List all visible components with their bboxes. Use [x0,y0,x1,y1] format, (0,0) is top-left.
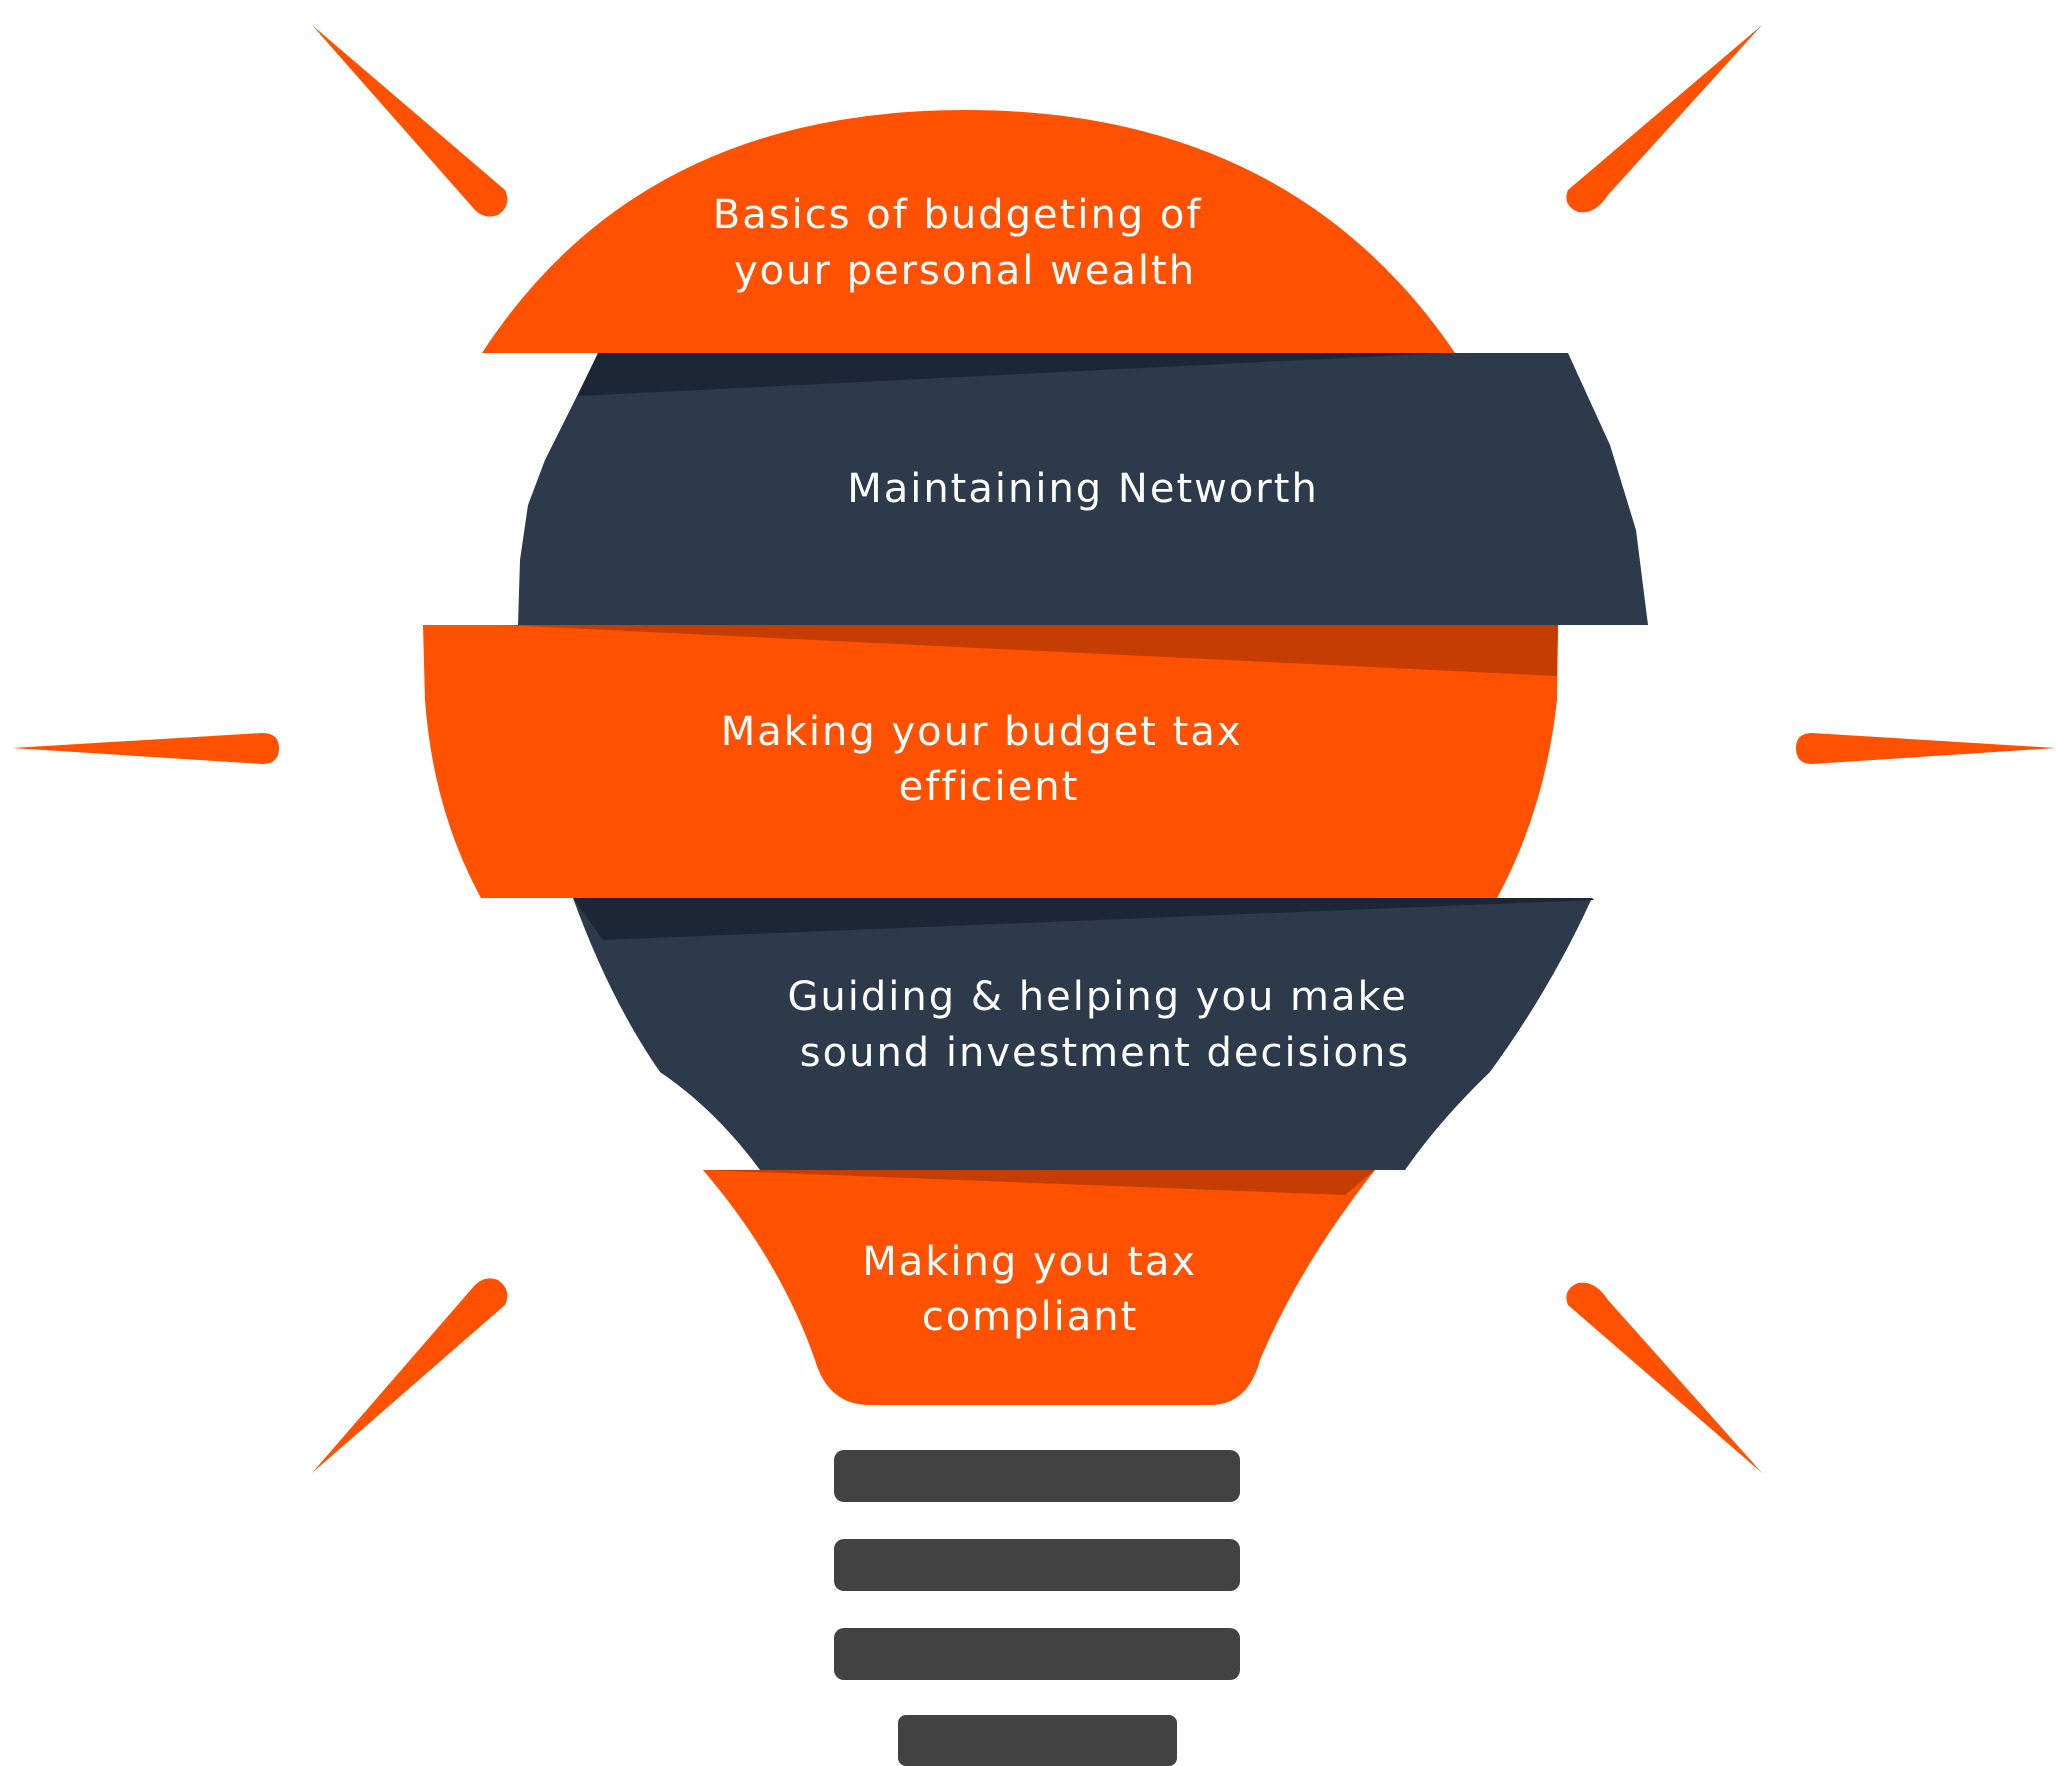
band-1-shape [482,110,1455,353]
band-4-fold [573,898,1594,940]
band-2-fold [578,353,1445,396]
band-5-label: Making you tax compliant [862,1239,1212,1340]
band-5-line-1: Making you tax [862,1239,1197,1285]
band-5-shape [703,1170,1375,1405]
band-3-line-2: efficient [899,764,1080,810]
band-1-line-2: your personal wealth [734,248,1196,294]
base-bar-3 [834,1628,1240,1680]
ray-top-left [312,25,508,217]
band-2-shape [518,353,1648,625]
ray-left [12,733,279,764]
band-5-line-2: compliant [922,1294,1139,1340]
band-3-shape [423,625,1558,898]
base-bar-1 [834,1450,1240,1502]
band-4-line-2: sound investment decisions [800,1030,1410,1076]
band-3-label: Making your budget tax efficient [721,709,1258,810]
ray-right [1796,733,2056,764]
ray-bottom-right [1566,1282,1762,1473]
base-bar-2 [834,1539,1240,1591]
band-2-label: Maintaining Networth [847,466,1319,512]
band-3-fold [505,625,1558,676]
band-4-shape [573,898,1592,1170]
band-3-line-1: Making your budget tax [721,709,1243,755]
band-2-line-1: Maintaining Networth [847,466,1319,512]
base-bar-4 [898,1715,1177,1766]
band-4-line-1: Guiding & helping you make [787,974,1407,1020]
ray-bottom-left [312,1278,508,1473]
band-5-fold [703,1170,1375,1195]
ray-top-right [1566,25,1762,213]
band-4-label: Guiding & helping you make sound investm… [787,974,1422,1076]
band-1-line-1: Basics of budgeting of [713,192,1203,238]
band-1-label: Basics of budgeting of your personal wea… [713,192,1217,294]
